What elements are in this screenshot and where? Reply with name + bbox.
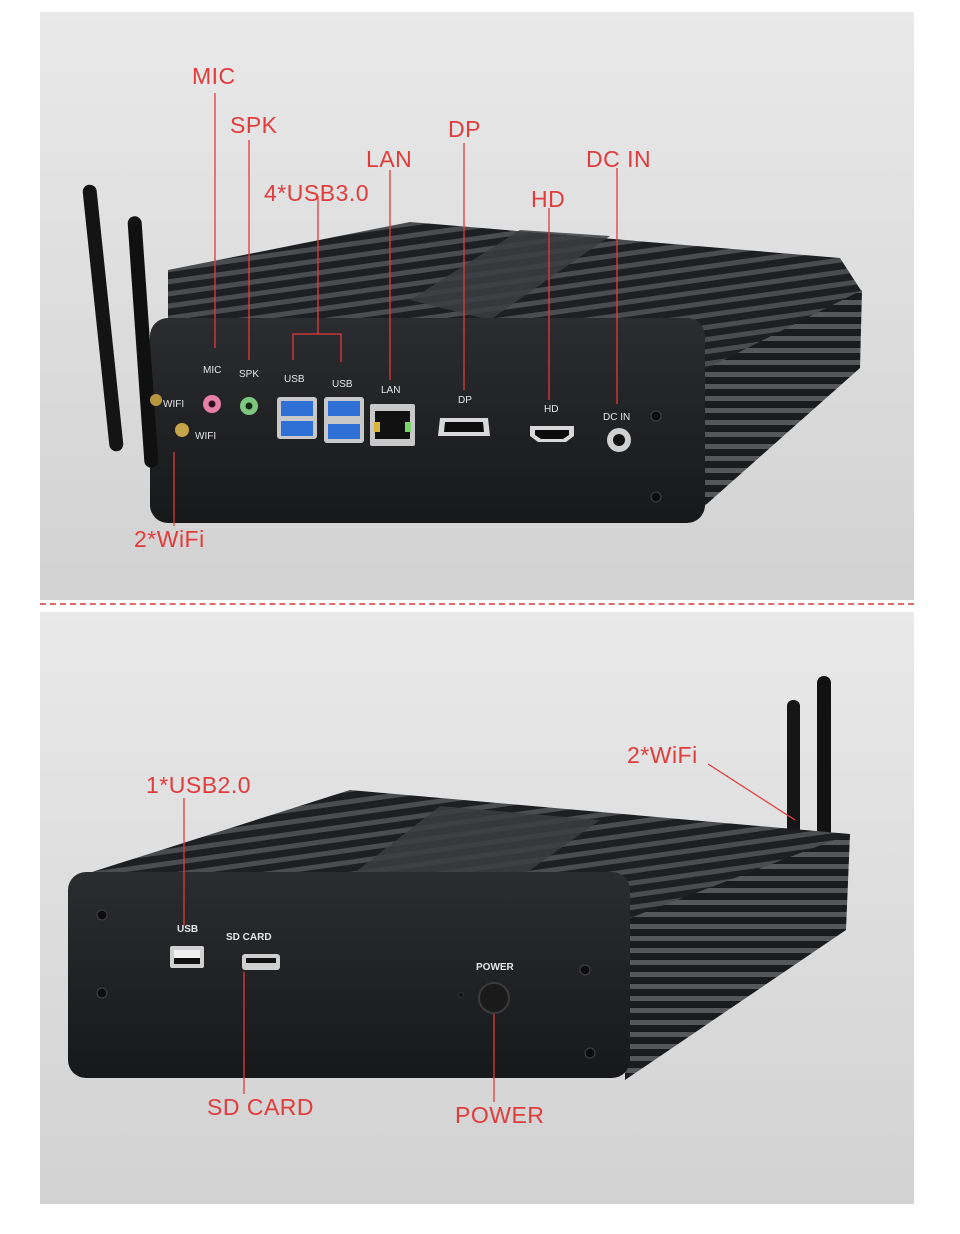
screw-icon — [96, 987, 108, 999]
screw-icon — [650, 491, 662, 503]
top-leader-lines — [173, 93, 618, 526]
callout-usb3: 4*USB3.0 — [264, 180, 370, 206]
usb3-port-icon — [277, 397, 317, 439]
usb3-port-icon — [324, 397, 364, 443]
screw-icon — [584, 1047, 596, 1059]
lan-port-icon — [370, 404, 415, 446]
callout-sd-card: SD CARD — [207, 1094, 315, 1120]
callout-usb2: 1*USB2.0 — [146, 772, 252, 798]
port-label-dp: DP — [458, 395, 472, 406]
power-led-icon — [458, 992, 464, 998]
rear-view-device — [82, 184, 862, 523]
screw-icon — [96, 909, 108, 921]
rear-panel-face — [150, 318, 705, 523]
wifi-antenna-icon — [817, 676, 831, 852]
port-label-sd-card: SD CARD — [226, 932, 272, 943]
callout-wifi-bottom: 2*WiFi — [627, 742, 698, 768]
port-label-spk: SPK — [239, 369, 260, 380]
bottom-leader-lines — [183, 763, 796, 1102]
port-label-lan: LAN — [381, 385, 401, 396]
port-label-usb: USB — [177, 924, 199, 935]
dashed-divider — [40, 603, 914, 605]
front-panel-face — [68, 872, 630, 1078]
wifi-antenna-icon — [82, 184, 189, 468]
front-view-device — [68, 676, 850, 1080]
port-label-hd: HD — [544, 404, 559, 415]
callout-wifi-top: 2*WiFi — [134, 526, 205, 552]
callout-dp: DP — [448, 116, 481, 142]
callout-dc-in: DC IN — [586, 146, 652, 172]
port-label-usb: USB — [284, 374, 305, 385]
callout-hd: HD — [531, 186, 566, 212]
callout-power: POWER — [455, 1102, 545, 1128]
side-heatsink-fins — [625, 834, 850, 1080]
port-label-wifi: WIFI — [195, 431, 217, 442]
sd-card-slot-icon — [242, 954, 280, 970]
power-button-icon — [478, 982, 510, 1014]
side-heatsink-fins — [700, 290, 862, 510]
callout-mic: MIC — [192, 63, 236, 89]
port-label-mic: MIC — [203, 365, 222, 376]
port-label-power: POWER — [476, 962, 514, 973]
screw-icon — [650, 410, 662, 422]
wifi-antenna-icon — [787, 700, 800, 850]
callout-lan: LAN — [366, 146, 413, 172]
callout-spk: SPK — [230, 112, 278, 138]
port-label-wifi: WIFI — [163, 399, 185, 410]
port-label-usb: USB — [332, 379, 353, 390]
screw-icon — [579, 964, 591, 976]
heatsink-channel — [410, 230, 610, 320]
usb2-port-icon — [170, 946, 204, 968]
port-label-dc-in: DC IN — [603, 412, 631, 423]
